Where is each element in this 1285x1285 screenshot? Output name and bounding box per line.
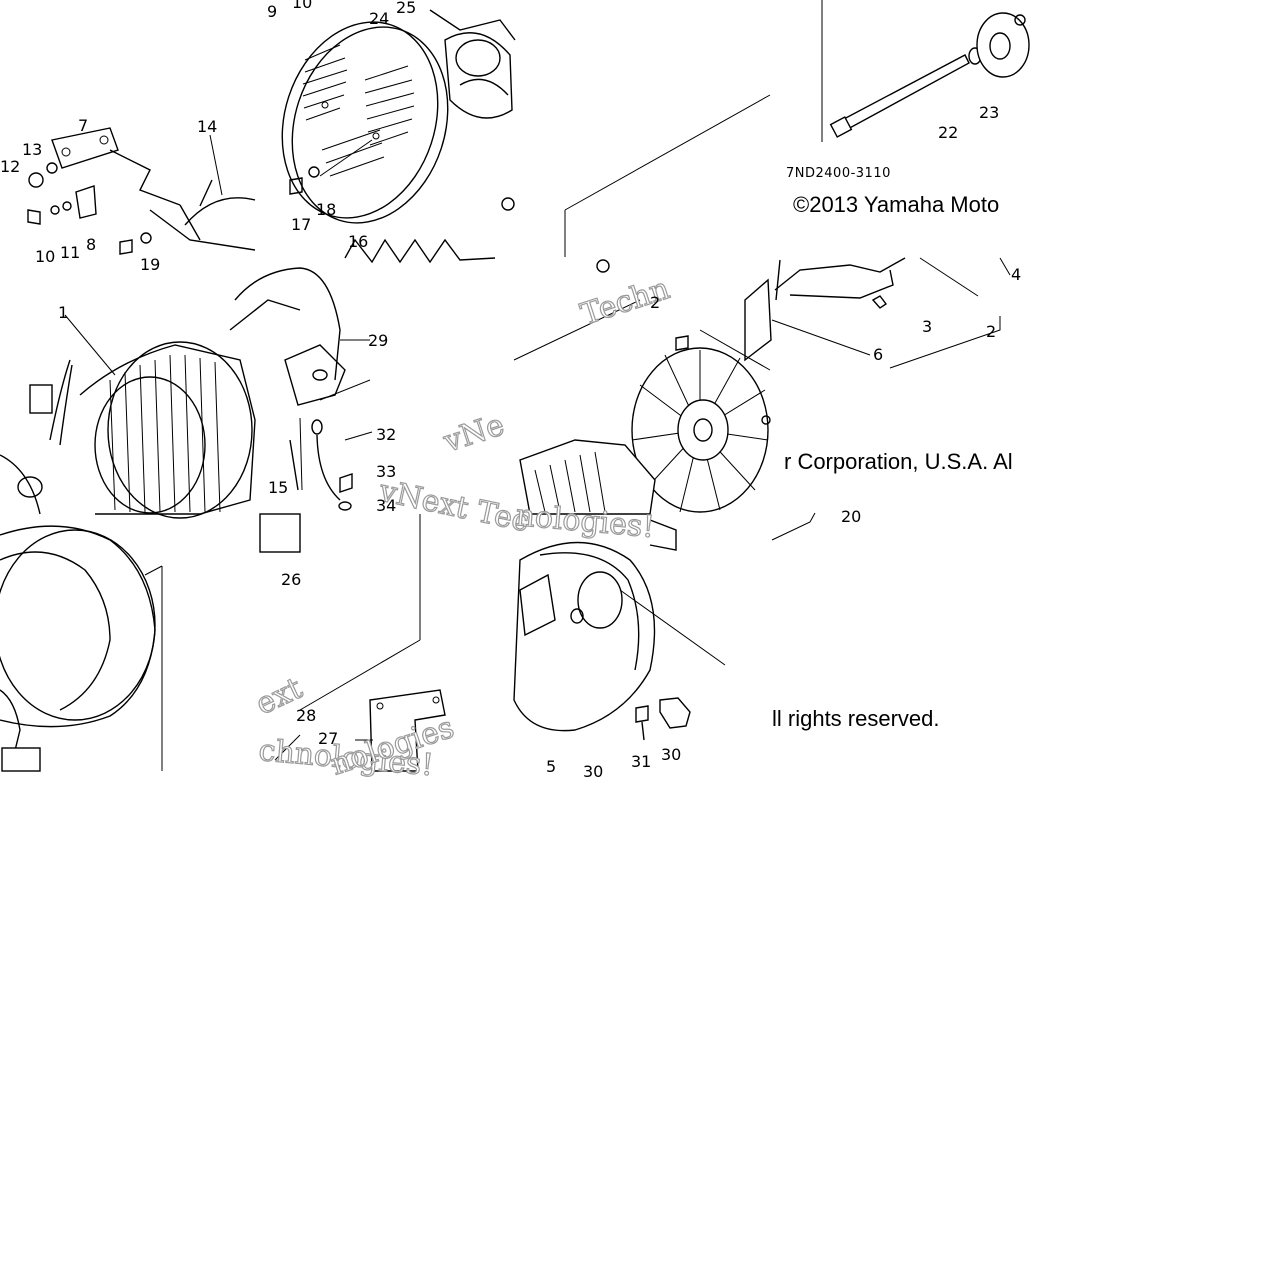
callout-14: 14	[197, 117, 217, 136]
tile-brush-holder	[27, 127, 256, 255]
callout-3: 3	[922, 317, 932, 336]
tile-end-cover	[281, 9, 516, 264]
callout-4: 4	[1011, 265, 1021, 284]
tile-cover-plate	[259, 513, 446, 772]
tile-housing	[0, 525, 163, 772]
tile-rotor-fan	[513, 259, 772, 515]
callout-2b: 2	[986, 322, 996, 341]
tile-frame	[771, 257, 1011, 541]
callout-29: 29	[368, 331, 388, 350]
callout-13: 13	[22, 140, 42, 159]
copyright-line-2: r Corporation, U.S.A. Al	[784, 449, 1013, 474]
callout-30: 30	[583, 762, 603, 781]
callout-15: 15	[268, 478, 288, 497]
callout-17: 17	[291, 215, 311, 234]
callout-27: 27	[318, 729, 338, 748]
callout-8: 8	[86, 235, 96, 254]
tile-leader-lines	[564, 94, 771, 257]
callout-31: 31	[631, 752, 651, 771]
callout-23: 23	[979, 103, 999, 122]
callout-2: 2	[650, 293, 660, 312]
callout-12: 12	[0, 157, 20, 176]
diagram-part-number: 7ND2400-3110	[786, 166, 891, 181]
callout-10: 10	[292, 0, 312, 12]
callout-33: 33	[376, 462, 396, 481]
callout-18: 18	[316, 200, 336, 219]
tile-rear-housing	[513, 519, 726, 741]
callout-22: 22	[938, 123, 958, 142]
watermark-text: vNe	[439, 407, 509, 459]
callout-10b: 10	[35, 247, 55, 266]
callout-32: 32	[376, 425, 396, 444]
callout-5: 5	[546, 757, 556, 776]
callout-20: 20	[841, 507, 861, 526]
callout-11: 11	[60, 243, 80, 262]
tile-bracket	[229, 267, 373, 511]
callout-24: 24	[369, 9, 389, 28]
callout-layer: 9 10 24 25 7 14 13 12 16 17 18 19 8 10 1…	[0, 0, 1021, 781]
callout-9: 9	[267, 2, 277, 21]
watermark-text: vNext Tec	[375, 473, 532, 539]
callout-28: 28	[296, 706, 316, 725]
copyright-line-3: ll rights reserved.	[772, 706, 940, 731]
callout-34: 34	[376, 496, 396, 515]
callout-25: 25	[396, 0, 416, 17]
copyright-line-1: ©2013 Yamaha Moto	[793, 192, 999, 217]
tile-stator	[0, 314, 256, 519]
callout-16: 16	[348, 232, 368, 251]
callout-6: 6	[873, 345, 883, 364]
tile-through-bolt	[821, 0, 1030, 142]
callout-19: 19	[140, 255, 160, 274]
callout-26: 26	[281, 570, 301, 589]
callout-30b: 30	[661, 745, 681, 764]
callout-7: 7	[78, 116, 88, 135]
callout-1: 1	[58, 303, 68, 322]
